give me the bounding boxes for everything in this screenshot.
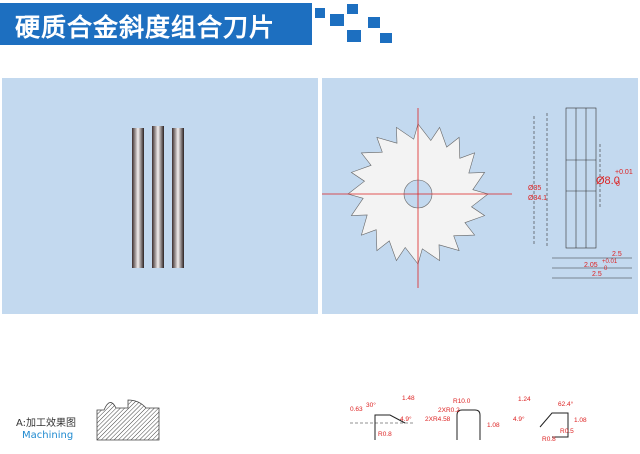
dim-width-1: 2.5 <box>612 251 622 258</box>
title-banner: 硬质合金斜度组合刀片 <box>0 3 312 45</box>
dim-bore: Ø8.0 <box>596 175 620 187</box>
profile-details: 0.63 30° 1.48 4.9° R0.8 R10.0 2XR0.2 2XR… <box>350 395 587 443</box>
dim: 4.9° <box>513 415 525 423</box>
w2-tol-upper: +0.01 <box>602 259 618 265</box>
dim-width-2: 2.05 <box>584 262 598 269</box>
decor-square <box>347 4 358 14</box>
decor-square <box>330 14 344 26</box>
product-photo-panel <box>2 78 318 314</box>
machining-profile-icon <box>96 399 160 441</box>
dim: 1.24 <box>518 396 531 403</box>
dim-outer-diameter: Ø35 <box>528 185 541 192</box>
dim: 1.08 <box>487 422 500 429</box>
dim: 4.9° <box>400 415 412 423</box>
decor-square <box>347 30 361 42</box>
dim: 0.63 <box>350 406 363 413</box>
dim: 1.08 <box>574 417 587 424</box>
dim: 62.4° <box>558 400 574 408</box>
dim: R0.8 <box>378 431 392 438</box>
page-title: 硬质合金斜度组合刀片 <box>15 13 276 42</box>
blade-stack-image <box>132 126 184 268</box>
dim: 2XR0.2 <box>438 407 460 414</box>
dim-width-3: 2.5 <box>592 271 602 278</box>
dim: 2XR4.58 <box>425 416 451 423</box>
decor-square <box>380 33 392 43</box>
dim: R0.5 <box>560 428 574 435</box>
dim: 30° <box>366 401 376 409</box>
technical-drawing-panel: Ø35 Ø34.1 Ø8.0 +0.01 0 2.5 2.05 +0.01 0 … <box>322 78 638 314</box>
bore-tol-lower: 0 <box>616 181 620 188</box>
dim: 1.48 <box>402 395 415 402</box>
machining-label: A:加工效果图 <box>16 418 77 429</box>
dim-inner-diameter: Ø34.1 <box>528 195 547 202</box>
decor-square <box>368 17 380 28</box>
cutter-drawing: Ø35 Ø34.1 Ø8.0 +0.01 0 2.5 2.05 +0.01 0 … <box>322 107 633 288</box>
dim: R10.0 <box>453 398 471 405</box>
bore-tol-upper: +0.01 <box>615 169 633 176</box>
decor-square <box>315 8 325 18</box>
w2-tol-lower: 0 <box>604 266 608 272</box>
machining-label-en: Machining <box>22 430 74 441</box>
dim: R0.8 <box>542 436 556 443</box>
